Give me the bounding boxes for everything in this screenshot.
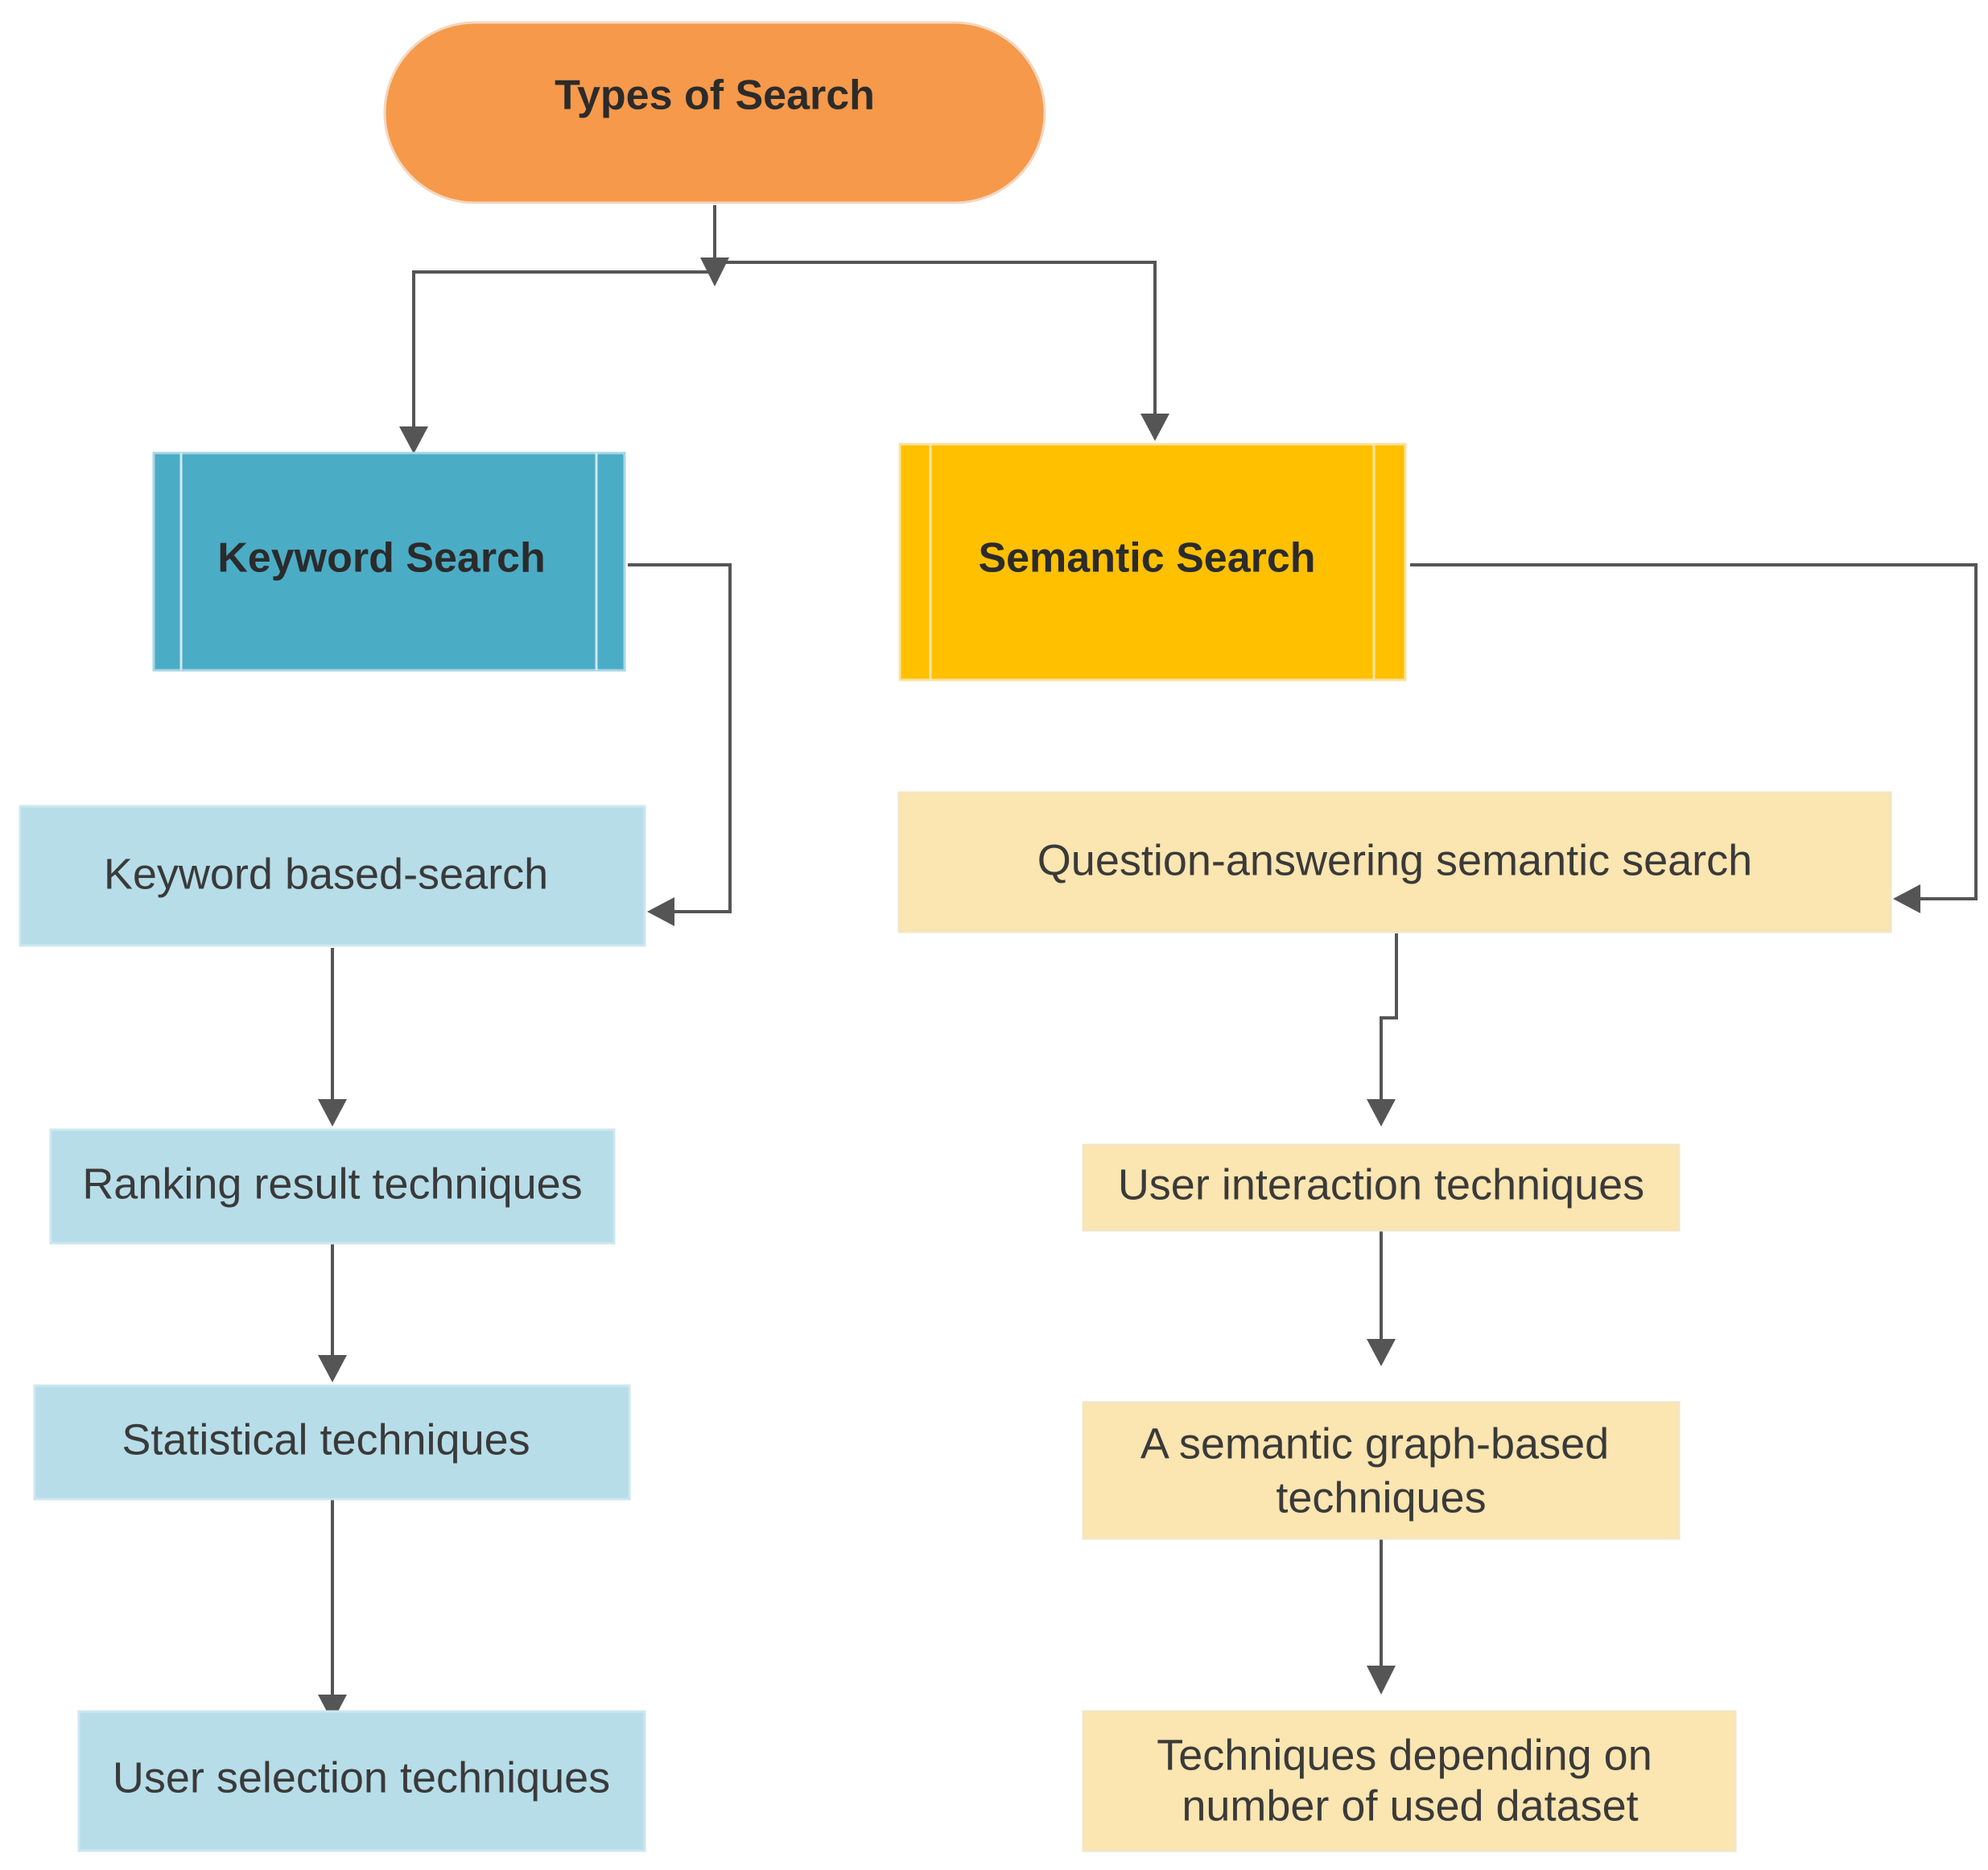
question-answering-label: Question-answering semantic search	[1037, 836, 1752, 884]
connector-userinteraction-arrowhead	[1367, 1099, 1396, 1127]
semantic-graph-node: A semantic graph-based techniques	[1082, 1401, 1681, 1540]
connector-semantic-arrowhead	[1140, 414, 1169, 441]
root-node: Types of Search	[383, 21, 1046, 204]
semantic-graph-shape	[1082, 1401, 1681, 1540]
ranking-result-node: Ranking result techniques	[49, 1128, 616, 1245]
statistical-shape	[33, 1384, 631, 1501]
user-selection-shape	[77, 1710, 646, 1852]
keyword-search-node: Keyword Search	[152, 451, 626, 672]
semantic-search-label: Semantic Search	[978, 535, 1315, 582]
statistical-label: Statistical techniques	[122, 1415, 530, 1464]
connector-kbs-arrowhead	[647, 897, 674, 926]
connector-qa-to-userinteraction	[1380, 933, 1398, 1102]
user-interaction-label: User interaction techniques	[1118, 1160, 1644, 1209]
connector-dataset-arrowhead	[1367, 1666, 1396, 1695]
user-selection-label: User selection techniques	[113, 1753, 610, 1802]
user-selection-node: User selection techniques	[77, 1710, 646, 1852]
user-interaction-shape	[1082, 1143, 1681, 1232]
keyword-branch: Keyword based-search Ranking result tech…	[19, 805, 646, 1852]
keyword-based-search-node: Keyword based-search	[19, 805, 646, 947]
ranking-result-shape	[49, 1128, 616, 1245]
root-node-shape	[383, 21, 1046, 204]
ranking-result-label: Ranking result techniques	[82, 1159, 582, 1208]
semantic-search-node: Semantic Search	[898, 443, 1407, 682]
connectors	[318, 205, 1978, 1722]
keyword-search-label: Keyword Search	[217, 535, 546, 582]
semantic-graph-label-line2: techniques	[1276, 1473, 1486, 1522]
connector-keyword-arrowhead	[399, 426, 428, 454]
connector-ranking-arrowhead	[318, 1099, 347, 1127]
keyword-based-search-shape	[19, 805, 646, 947]
dataset-techniques-label-line1: Techniques depending on	[1157, 1731, 1652, 1779]
statistical-node: Statistical techniques	[33, 1384, 631, 1501]
connector-statistical-arrowhead	[318, 1355, 347, 1382]
connector-userselection-arrowhead	[318, 1695, 347, 1722]
dataset-techniques-label-line2: number of used dataset	[1182, 1781, 1638, 1830]
connector-to-semantic	[715, 261, 1157, 418]
keyword-based-search-label: Keyword based-search	[104, 850, 548, 898]
connector-semantic-to-qa	[1410, 563, 1978, 900]
connector-keyword-to-kbs	[628, 563, 732, 913]
question-answering-shape	[897, 791, 1892, 933]
dataset-techniques-node: Techniques depending on number of used d…	[1082, 1710, 1737, 1852]
root-node-label: Types of Search	[555, 72, 875, 119]
keyword-search-shape	[152, 451, 626, 672]
dataset-techniques-shape	[1082, 1710, 1737, 1852]
semantic-branch: Question-answering semantic search User …	[897, 791, 1892, 1852]
connector-qa-arrowhead	[1893, 884, 1920, 913]
semantic-search-shape	[898, 443, 1407, 682]
connector-to-keyword	[412, 270, 715, 431]
user-interaction-node: User interaction techniques	[1082, 1143, 1681, 1232]
semantic-graph-label-line1: A semantic graph-based	[1140, 1419, 1609, 1468]
question-answering-node: Question-answering semantic search	[897, 791, 1892, 933]
connector-graph-arrowhead	[1367, 1339, 1396, 1366]
